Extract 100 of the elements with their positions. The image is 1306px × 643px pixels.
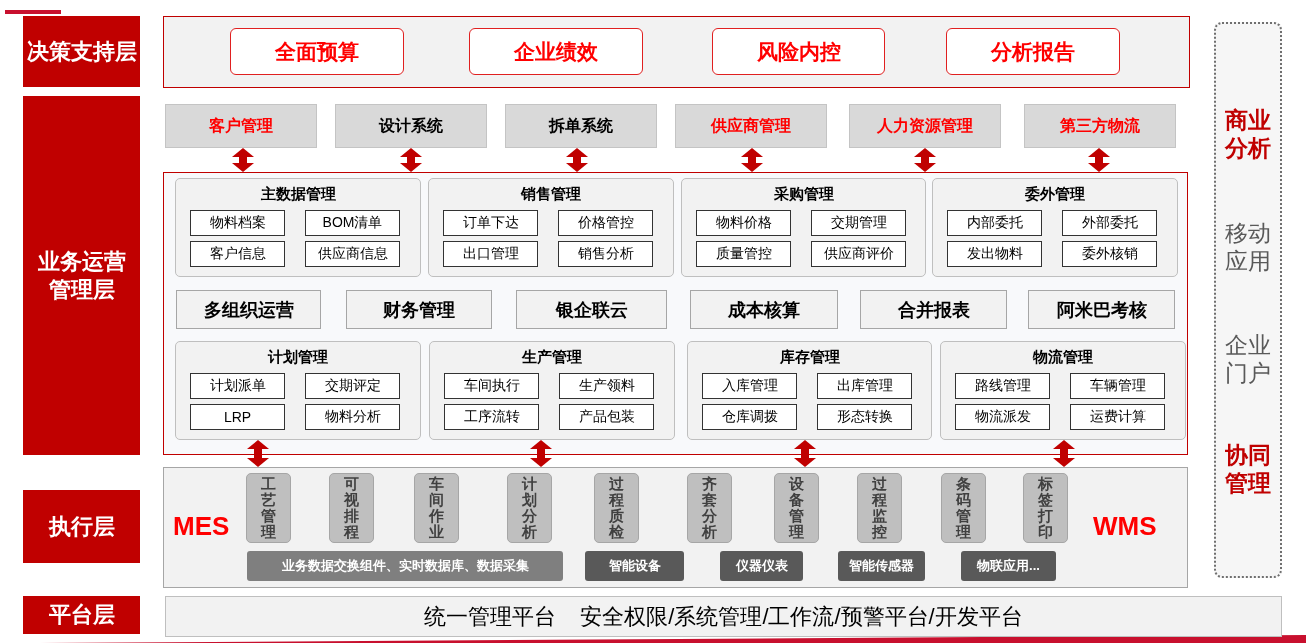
side-label: 移动应用 <box>1224 219 1272 275</box>
function-item: 交期管理 <box>811 210 906 236</box>
function-item: 运费计算 <box>1070 404 1165 430</box>
function-item: 入库管理 <box>702 373 797 399</box>
function-item: 供应商评价 <box>811 241 906 267</box>
module-tile: 财务管理 <box>346 290 492 329</box>
function-tile: 车间作业 <box>414 473 459 543</box>
data-bar: 仪器仪表 <box>720 551 803 581</box>
layer-panel <box>163 16 1190 88</box>
function-item: 车辆管理 <box>1070 373 1165 399</box>
function-item: 委外核销 <box>1062 241 1157 267</box>
system-tile: 供应商管理 <box>675 104 827 148</box>
function-tile: 计划分析 <box>507 473 552 543</box>
data-bar: 业务数据交换组件、实时数据库、数据采集 <box>247 551 563 581</box>
layer-panel <box>163 172 1188 455</box>
module-box: 企业绩效 <box>469 28 643 75</box>
function-item: 订单下达 <box>443 210 538 236</box>
system-label: MES <box>173 511 230 541</box>
module-group <box>429 341 675 440</box>
function-item: 客户信息 <box>190 241 285 267</box>
function-tile: 标签打印 <box>1023 473 1068 543</box>
group-title: 委外管理 <box>1025 184 1085 204</box>
system-label: WMS <box>1093 511 1157 541</box>
system-tile: 第三方物流 <box>1024 104 1176 148</box>
function-item: 形态转换 <box>817 404 912 430</box>
double-arrow <box>914 148 936 172</box>
module-tile: 合并报表 <box>860 290 1007 329</box>
function-item: 计划派单 <box>190 373 285 399</box>
function-item: 工序流转 <box>444 404 539 430</box>
group-title: 计划管理 <box>268 347 328 367</box>
side-label: 企业门户 <box>1224 331 1272 387</box>
module-group <box>687 341 932 440</box>
double-arrow <box>1088 148 1110 172</box>
module-box: 风险内控 <box>712 28 885 75</box>
double-arrow <box>794 440 816 467</box>
function-item: 销售分析 <box>558 241 653 267</box>
module-tile: 银企联云 <box>516 290 667 329</box>
module-group <box>681 178 926 277</box>
function-item: 物料价格 <box>696 210 791 236</box>
module-box: 全面预算 <box>230 28 404 75</box>
double-arrow <box>232 148 254 172</box>
function-item: 发出物料 <box>947 241 1042 267</box>
function-item: LRP <box>190 404 285 430</box>
module-tile: 多组织运营 <box>176 290 321 329</box>
function-item: 质量管控 <box>696 241 791 267</box>
module-group <box>940 341 1186 440</box>
function-item: 车间执行 <box>444 373 539 399</box>
layer-panel <box>163 467 1188 588</box>
group-title: 生产管理 <box>522 347 582 367</box>
data-bar: 智能传感器 <box>838 551 925 581</box>
function-item: 生产领料 <box>559 373 654 399</box>
group-title: 主数据管理 <box>260 184 336 204</box>
layer-label: 决策支持层 <box>23 16 140 87</box>
module-tile: 成本核算 <box>690 290 838 329</box>
function-item: 外部委托 <box>1062 210 1157 236</box>
side-label: 协同管理 <box>1224 441 1272 497</box>
group-title: 物流管理 <box>1033 347 1093 367</box>
function-item: 仓库调拨 <box>702 404 797 430</box>
module-box: 分析报告 <box>946 28 1120 75</box>
function-tile: 条码管理 <box>941 473 986 543</box>
group-title: 采购管理 <box>773 184 834 204</box>
function-tile: 过程质检 <box>594 473 639 543</box>
module-group <box>175 341 421 440</box>
side-label: 商业分析 <box>1223 106 1272 162</box>
layer-label: 执行层 <box>23 490 140 563</box>
function-item: 交期评定 <box>305 373 400 399</box>
function-item: 物料分析 <box>305 404 400 430</box>
platform-panel <box>165 596 1282 637</box>
double-arrow <box>1053 440 1075 467</box>
function-item: 路线管理 <box>955 373 1050 399</box>
function-tile: 过程监控 <box>857 473 902 543</box>
function-tile: 齐套分析 <box>687 473 732 543</box>
function-item: 出口管理 <box>443 241 538 267</box>
data-bar: 物联应用... <box>961 551 1056 581</box>
function-tile: 可视排程 <box>329 473 374 543</box>
module-tile: 阿米巴考核 <box>1028 290 1175 329</box>
double-arrow <box>400 148 422 172</box>
double-arrow <box>247 440 269 467</box>
function-item: 内部委托 <box>947 210 1042 236</box>
platform-text: 安全权限/系统管理/工作流/预警平台/开发平台 <box>580 602 1023 631</box>
layer-label: 业务运营管理层 <box>23 96 140 455</box>
double-arrow <box>530 440 552 467</box>
data-bar: 智能设备 <box>585 551 684 581</box>
function-item: 产品包装 <box>559 404 654 430</box>
function-item: 供应商信息 <box>305 241 400 267</box>
system-tile: 人力资源管理 <box>849 104 1001 148</box>
module-group <box>428 178 674 277</box>
platform-text: 统一管理平台 <box>424 602 557 631</box>
function-item: 出库管理 <box>817 373 912 399</box>
layer-label: 平台层 <box>23 596 140 634</box>
function-item: 物料档案 <box>190 210 285 236</box>
module-group <box>932 178 1178 277</box>
group-title: 库存管理 <box>779 347 840 367</box>
group-title: 销售管理 <box>521 184 581 204</box>
function-item: BOM清单 <box>305 210 400 236</box>
system-tile: 客户管理 <box>165 104 317 148</box>
system-tile: 设计系统 <box>335 104 487 148</box>
dashed-panel <box>1214 22 1282 578</box>
function-item: 价格管控 <box>558 210 653 236</box>
double-arrow <box>566 148 588 172</box>
